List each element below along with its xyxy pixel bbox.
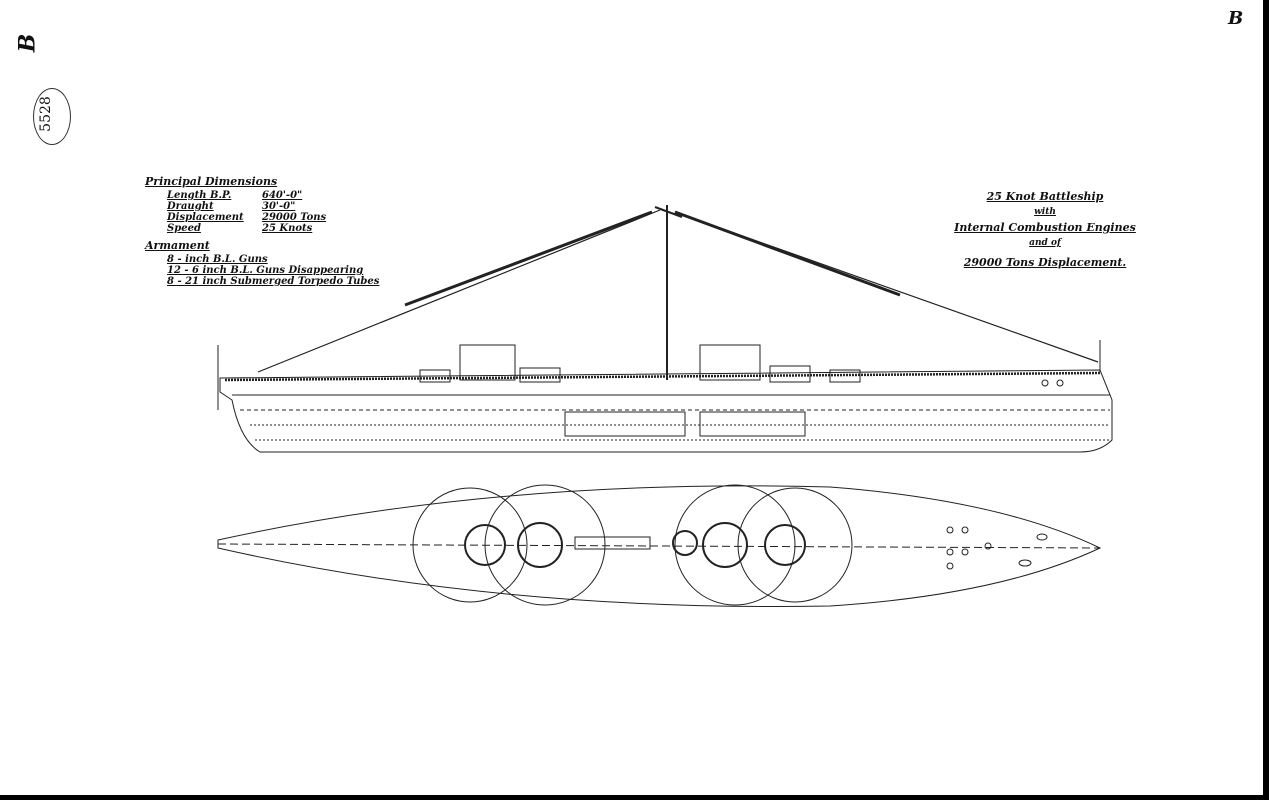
turret-arc xyxy=(484,484,606,606)
aft-superstructure xyxy=(699,344,761,381)
dimension-value: 30'-0" xyxy=(262,201,296,212)
turret-arc xyxy=(674,484,796,606)
turret xyxy=(519,367,561,383)
hull-profile xyxy=(219,369,1113,453)
armament-item: 8 - inch B.L. Guns xyxy=(167,254,268,265)
dimension-value: 25 Knots xyxy=(262,223,313,234)
barbette xyxy=(702,522,748,568)
turret xyxy=(769,365,811,383)
deck-rail xyxy=(224,371,1101,382)
title-block: 25 Knot Battleship with Internal Combust… xyxy=(935,187,1155,272)
engine-room xyxy=(564,411,686,437)
stay-forward xyxy=(257,209,661,373)
armament-item: 12 - 6 inch B.L. Guns Disappearing xyxy=(167,265,364,276)
dimension-label: Displacement xyxy=(167,212,244,223)
centerline xyxy=(217,543,1101,549)
dimension-row: Draught 30'-0" xyxy=(167,201,379,212)
side-elevation xyxy=(217,205,1113,453)
forward-superstructure xyxy=(459,344,516,381)
turret-arc xyxy=(412,487,528,603)
stay-forward-spar xyxy=(404,210,653,307)
scan-border-bottom xyxy=(0,795,1269,800)
turret xyxy=(829,369,861,383)
dimension-row: Displacement 29000 Tons xyxy=(167,212,379,223)
mast-base xyxy=(672,530,698,556)
engine-room xyxy=(699,411,806,437)
dimension-row: Speed 25 Knots xyxy=(167,223,379,234)
barbette xyxy=(464,524,506,566)
deck-plan-outline xyxy=(217,485,1102,608)
dimension-label: Draught xyxy=(167,201,214,212)
dimensions-heading: Principal Dimensions xyxy=(145,175,278,188)
title-line: and of xyxy=(1029,238,1061,248)
title-line: with xyxy=(1034,207,1056,217)
title-line: Internal Combustion Engines xyxy=(954,221,1136,234)
dimension-row: Length B.P. 640'-0" xyxy=(167,190,379,201)
turret-arc xyxy=(737,487,853,603)
principal-dimensions-block: Principal Dimensions Length B.P.640'-0" … xyxy=(145,176,379,287)
dimension-value: 640'-0" xyxy=(262,190,303,201)
archive-stamp: 5528 xyxy=(33,88,71,145)
dimension-label: Length B.P. xyxy=(167,190,232,201)
scan-border-right xyxy=(1263,0,1269,800)
turret xyxy=(419,369,451,383)
title-line: 25 Knot Battleship xyxy=(986,190,1104,203)
stay-aft xyxy=(674,211,1099,363)
barbette xyxy=(517,522,563,568)
corner-mark-right: B xyxy=(1228,8,1244,29)
deck-house xyxy=(574,536,651,550)
barbette xyxy=(764,524,806,566)
armament-heading: Armament xyxy=(145,239,210,252)
plan-view xyxy=(217,484,1102,608)
dimension-label: Speed xyxy=(167,223,201,234)
dimension-value: 29000 Tons xyxy=(262,212,327,223)
title-line: 29000 Tons Displacement. xyxy=(963,256,1127,269)
armament-item: 8 - 21 inch Submerged Torpedo Tubes xyxy=(167,276,380,287)
